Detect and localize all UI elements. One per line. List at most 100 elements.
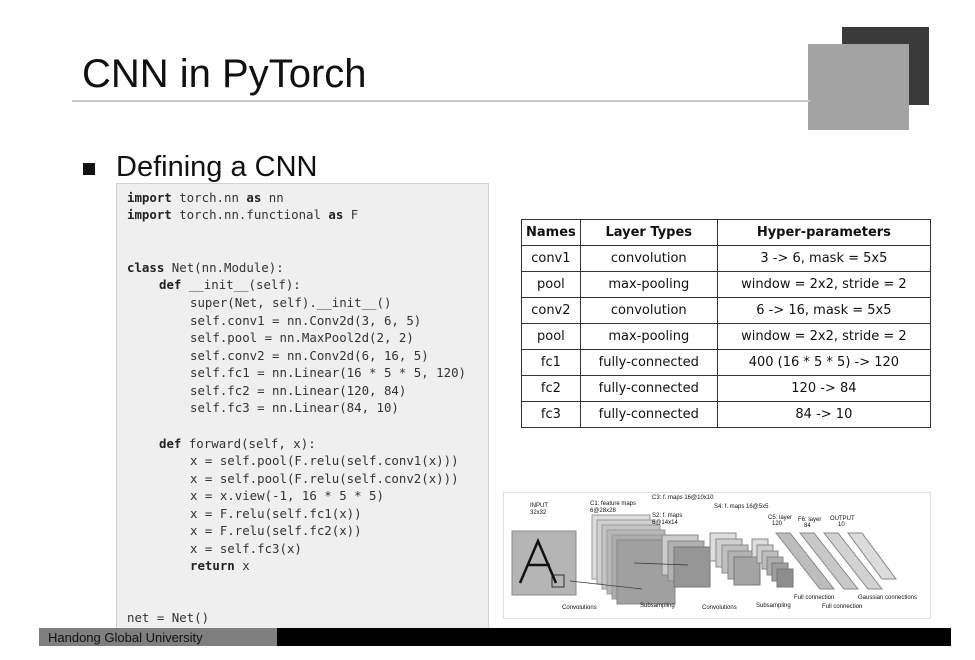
code-keyword: as [328, 207, 344, 222]
lenet-svg: INPUT 32x32 C1: feature maps 6@28x28 C3:… [511, 495, 917, 611]
code-line: self.fc1 = nn.Linear(16 * 5 * 5, 120) [190, 365, 467, 380]
code-line: self.fc3 = nn.Linear(84, 10) [190, 400, 399, 415]
code-line: import torch.nn.functional as F [127, 206, 358, 223]
code-line: self.fc2 = nn.Linear(120, 84) [190, 383, 407, 398]
code-text: __init__(self): [181, 277, 301, 292]
table-cell: 400 (16 * 5 * 5) -> 120 [716, 349, 932, 376]
code-text: torch.nn.functional [171, 207, 329, 222]
label-input: INPUT [530, 503, 548, 509]
code-text: Net(nn.Module): [164, 260, 284, 275]
label-c5: C5: layer [768, 515, 792, 521]
label-s2-size: 6@14x14 [652, 520, 678, 526]
decor-gray-square [808, 44, 909, 130]
label-f6: F6: layer [798, 517, 821, 523]
title-divider [72, 100, 810, 102]
code-keyword: class [127, 260, 165, 275]
table-cell: fc1 [521, 349, 581, 376]
column-header: Names [521, 219, 581, 246]
table-cell: conv2 [521, 297, 581, 324]
label-convolutions-2: Convolutions [702, 605, 737, 611]
code-text: forward(self, x): [181, 436, 316, 451]
s4-stack [751, 538, 794, 588]
column-header: Hyper-parameters [716, 219, 932, 246]
column-header: Layer Types [579, 219, 718, 246]
code-keyword: def [159, 277, 182, 292]
label-output-size: 10 [838, 522, 845, 528]
code-line: x = self.pool(F.relu(self.conv2(x))) [190, 471, 459, 486]
table-cell: max-pooling [579, 271, 718, 298]
code-keyword: return [190, 558, 235, 573]
code-text: nn [261, 190, 284, 205]
lenet-diagram: INPUT 32x32 C1: feature maps 6@28x28 C3:… [503, 492, 931, 619]
code-text: F [343, 207, 359, 222]
label-subsampling-2: Subsampling [756, 603, 791, 609]
code-line: x = self.fc3(x) [190, 541, 302, 556]
c3-stack [709, 532, 761, 586]
table-cell: fc3 [521, 401, 581, 428]
label-c3: C3: f. maps 16@10x10 [652, 495, 714, 501]
output-layer [822, 532, 884, 590]
code-keyword: import [127, 190, 172, 205]
code-block: import torch.nn as nn import torch.nn.fu… [116, 183, 489, 629]
connection-line [633, 562, 689, 566]
table-cell: 84 -> 10 [716, 401, 932, 428]
hyperparameter-table: Names Layer Types Hyper-parameters conv1… [521, 219, 932, 428]
code-line: return x [190, 557, 250, 574]
code-line: super(Net, self).__init__() [190, 295, 392, 310]
input-letter-a [518, 537, 558, 584]
code-keyword: import [127, 207, 172, 222]
f6-layer [798, 532, 860, 590]
code-line: x = x.view(-1, 16 * 5 * 5) [190, 488, 384, 503]
table-cell: 120 -> 84 [716, 375, 932, 402]
table-cell: fully-connected [579, 401, 718, 428]
code-line: x = F.relu(self.fc2(x)) [190, 523, 362, 538]
code-line: x = self.pool(F.relu(self.conv1(x))) [190, 453, 459, 468]
table-cell: fully-connected [579, 349, 718, 376]
code-line: x = F.relu(self.fc1(x)) [190, 506, 362, 521]
receptive-field [551, 574, 565, 588]
label-gaussian: Gaussian connections [858, 595, 917, 601]
label-output: OUTPUT [830, 516, 855, 522]
table-cell: convolution [579, 245, 718, 272]
label-f6-size: 84 [804, 523, 811, 529]
code-line: self.conv2 = nn.Conv2d(6, 16, 5) [190, 348, 429, 363]
footer-university: Handong Global University [48, 630, 203, 645]
table-cell: pool [521, 271, 581, 298]
label-full-connection-2: Full connection [822, 604, 862, 610]
label-c5-size: 120 [772, 521, 783, 527]
table-cell: pool [521, 323, 581, 350]
table-cell: window = 2x2, stride = 2 [716, 271, 932, 298]
bullet-square-icon [83, 163, 95, 175]
bullet-text: Defining a CNN [116, 151, 318, 183]
table-cell: fc2 [521, 375, 581, 402]
label-subsampling-1: Subsampling [640, 603, 675, 609]
code-line: def forward(self, x): [159, 435, 316, 452]
code-line: def __init__(self): [159, 276, 301, 293]
table-cell: fully-connected [579, 375, 718, 402]
code-text: x [234, 558, 250, 573]
code-line: class Net(nn.Module): [127, 259, 284, 276]
code-line: self.pool = nn.MaxPool2d(2, 2) [190, 330, 414, 345]
code-keyword: as [246, 190, 262, 205]
footer-label-bg [39, 628, 277, 646]
table-cell: 6 -> 16, mask = 5x5 [716, 297, 932, 324]
table-cell: max-pooling [579, 323, 718, 350]
input-image [511, 530, 577, 596]
label-s2: S2: f. maps [652, 513, 682, 519]
gaussian-layer [847, 532, 897, 580]
label-full-connection-1: Full connection [794, 595, 834, 601]
label-c1: C1: feature maps [590, 501, 636, 507]
slide-title: CNN in PyTorch [82, 52, 367, 96]
label-convolutions-1: Convolutions [562, 605, 597, 611]
code-text: torch.nn [171, 190, 247, 205]
table-cell: conv1 [521, 245, 581, 272]
connection-line [569, 580, 643, 590]
code-keyword: def [159, 436, 182, 451]
label-c1-size: 6@28x28 [590, 508, 616, 514]
